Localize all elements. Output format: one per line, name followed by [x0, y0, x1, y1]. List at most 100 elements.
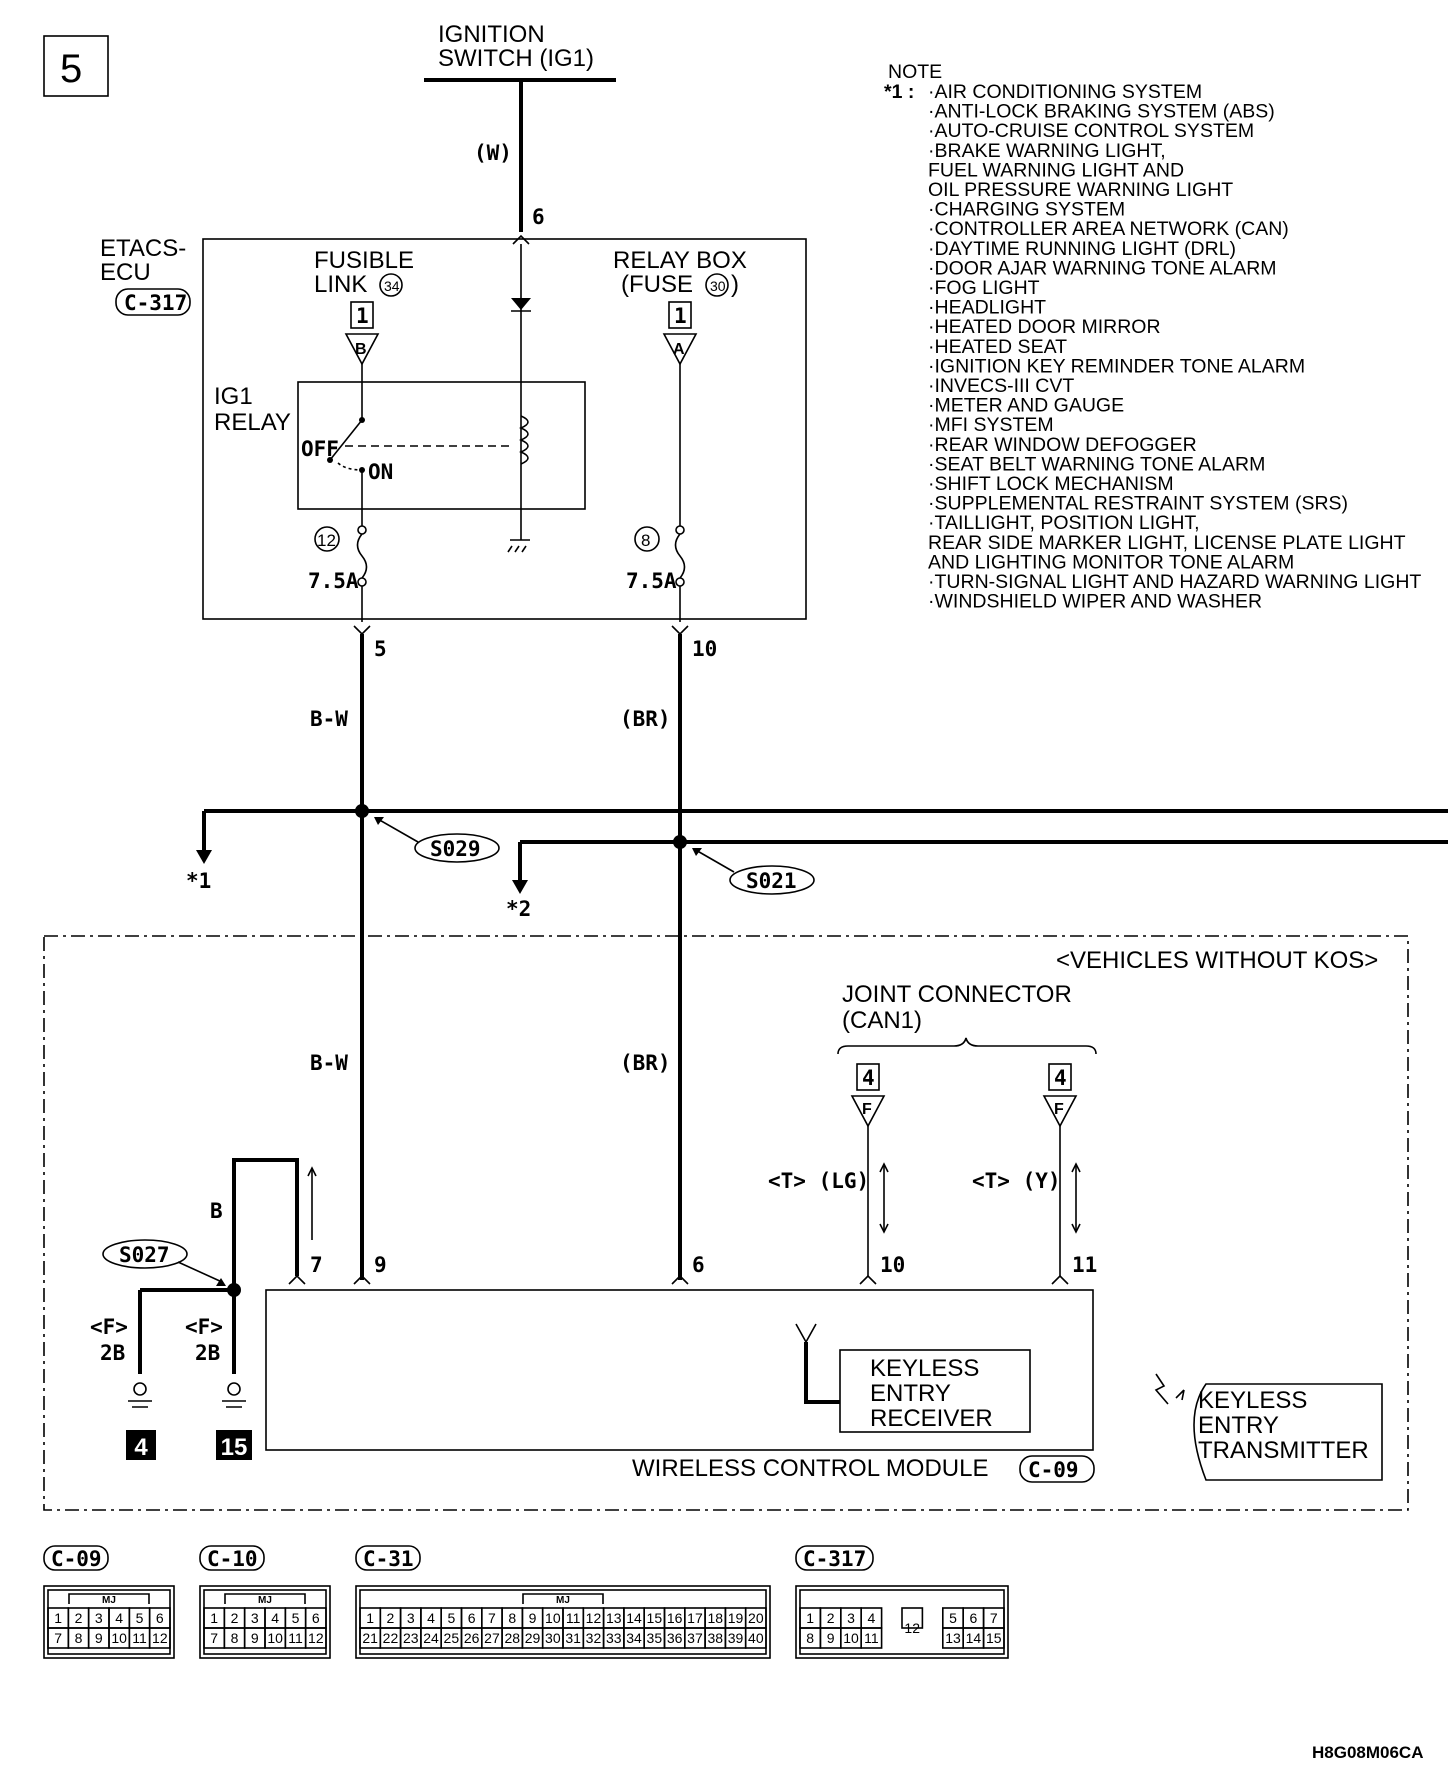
- radio-signal-icon: [1154, 1373, 1169, 1405]
- module-connector-badge: [1019, 1455, 1095, 1483]
- connector-pin-number: 14: [626, 1610, 642, 1626]
- connector-body: [199, 1585, 331, 1659]
- connector-pin-number: 20: [748, 1610, 764, 1626]
- arrow-star2: [512, 880, 528, 894]
- wire-b-ground: [232, 1158, 299, 1290]
- connector-pin-number: 17: [687, 1610, 703, 1626]
- connector-pin-number: 2: [827, 1610, 835, 1626]
- connector-pin-number: 14: [966, 1630, 982, 1646]
- etacs-connector-badge: [115, 288, 191, 316]
- star-ref-2: *2: [506, 897, 531, 921]
- fuse-12-num: 12: [317, 531, 336, 550]
- fuse-12-circle: [314, 526, 340, 552]
- note-item: ·BRAKE WARNING LIGHT,: [928, 140, 1166, 162]
- relay-box-label-2a: (FUSE: [621, 271, 693, 298]
- connector-pin-number: 6: [468, 1610, 476, 1626]
- connector-pin-number: 22: [383, 1630, 399, 1646]
- connector-pin-number: 4: [868, 1610, 876, 1626]
- module-name: WIRELESS CONTROL MODULE: [632, 1455, 989, 1482]
- s021-pointer: [693, 848, 735, 873]
- can-lg-label: <T> (LG): [768, 1169, 869, 1193]
- ground-4-tag: <F>: [90, 1315, 128, 1339]
- module-pin-9: 9: [374, 1253, 387, 1277]
- connector-pin-number: 26: [464, 1630, 480, 1646]
- ig1-relay-label-2: RELAY: [214, 409, 291, 436]
- connector-cavity: [304, 1627, 327, 1649]
- relay-on-label: ON: [368, 460, 393, 484]
- arrow-star1: [196, 850, 212, 864]
- fusible-link-pin: 1: [356, 304, 369, 328]
- connector-body: [355, 1585, 771, 1659]
- note-item: ·TAILLIGHT, POSITION LIGHT,: [928, 512, 1200, 534]
- fusible-link-tri-label: B: [355, 341, 367, 358]
- connector-pin-number: 3: [95, 1610, 103, 1626]
- ground-15-icon: [222, 1400, 246, 1408]
- connector-pin-number: 38: [707, 1630, 723, 1646]
- fuse-12-term-bot: [357, 577, 367, 587]
- fusible-link-label-1: FUSIBLE: [314, 247, 414, 274]
- connector-pin-number: 11: [566, 1610, 581, 1626]
- ig1-relay-box: [297, 381, 586, 510]
- connector-pin-number: 25: [444, 1630, 460, 1646]
- connector-pin-number: 29: [525, 1630, 541, 1646]
- note-item: ·DOOR AJAR WARNING TONE ALARM: [928, 257, 1277, 279]
- connector-cavity: [982, 1627, 1005, 1649]
- connector-mark: MJ: [556, 1595, 570, 1606]
- module-connector: C-09: [1028, 1458, 1079, 1482]
- star-ref-1: *1: [186, 869, 211, 893]
- ground-4-num: 4: [134, 1434, 148, 1461]
- note-item: ·DAYTIME RUNNING LIGHT (DRL): [928, 238, 1236, 260]
- splice-s021-badge: [729, 865, 815, 895]
- page-number: 5: [60, 47, 82, 91]
- note-item: ·MFI SYSTEM: [928, 414, 1054, 436]
- note-item: FUEL WARNING LIGHT AND: [928, 159, 1184, 181]
- connector-pin-number: 2: [75, 1610, 83, 1626]
- keyless-receiver-box: [839, 1349, 1031, 1433]
- fuse-12-icon: [356, 533, 368, 579]
- fuse-8-icon: [674, 533, 686, 579]
- fuse-8-term-top: [675, 525, 685, 535]
- connector-pin-number: 35: [647, 1630, 663, 1646]
- vehicle-note: <VEHICLES WITHOUT KOS>: [1056, 947, 1378, 974]
- can-lg-arrowheads: [879, 1162, 889, 1234]
- connector-pin-number: 4: [115, 1610, 123, 1626]
- b-arrowhead: [307, 1166, 317, 1177]
- ground-15-code: 2B: [195, 1341, 220, 1365]
- connector-pin-number: 10: [267, 1630, 283, 1646]
- ground-4-badge: [126, 1430, 156, 1460]
- can-y-tri-label: F: [1054, 1101, 1064, 1118]
- transmitter-line-3: TRANSMITTER: [1198, 1437, 1369, 1464]
- chassis-ground-hatch: [507, 545, 527, 553]
- s027-pointer: [177, 1261, 223, 1283]
- connector-mark: [671, 625, 689, 636]
- etacs-out-pin-5: 5: [374, 637, 387, 661]
- pin-ignition-6: 6: [532, 205, 545, 229]
- connector-pin-number: 1: [366, 1610, 374, 1626]
- connector-mark: [512, 234, 530, 245]
- ignition-switch-label-1: IGNITION: [438, 21, 545, 48]
- connector-pin-number: 11: [288, 1630, 303, 1646]
- connector-pin-number: 6: [312, 1610, 320, 1626]
- connector-cavity: [860, 1627, 883, 1649]
- connector-pin-number: 9: [95, 1630, 103, 1646]
- s021-pointer-head: [692, 848, 702, 856]
- note-list: ·AIR CONDITIONING SYSTEM·ANTI-LOCK BRAKI…: [928, 81, 1421, 613]
- note-item: ·HEATED DOOR MIRROR: [928, 316, 1161, 338]
- module-pin-7: 7: [310, 1253, 323, 1277]
- can-lg-pin: 4: [862, 1066, 875, 1090]
- page-number-box: [43, 35, 109, 97]
- note-marker: *1 :: [884, 81, 914, 103]
- connector-pin-number: 12: [308, 1630, 324, 1646]
- joint-connector-label-2: (CAN1): [842, 1007, 922, 1034]
- ignition-switch-label-2: SWITCH (IG1): [438, 45, 594, 72]
- connector-pin-number: 30: [545, 1630, 561, 1646]
- relay-box-pin-box: [668, 301, 692, 329]
- relay-coil-icon: [518, 415, 529, 465]
- wire-label-br-bottom: (BR): [620, 1051, 671, 1075]
- connector-pin-number: 6: [156, 1610, 164, 1626]
- note-item: AND LIGHTING MONITOR TONE ALARM: [928, 551, 1294, 573]
- connector-pin-number: 16: [667, 1610, 683, 1626]
- relay-switch-dash: [337, 462, 363, 471]
- vehicles-without-kos-region: [43, 935, 1409, 1511]
